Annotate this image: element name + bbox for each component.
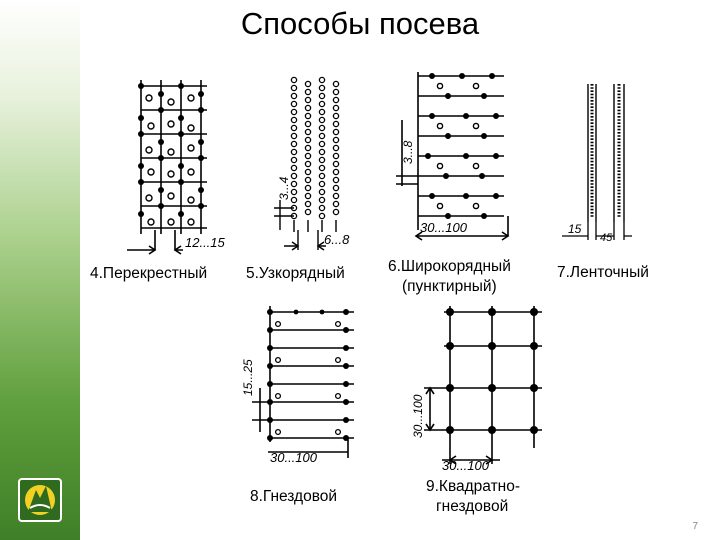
label-band: 7.Ленточный — [557, 264, 649, 281]
band-sowing-diagram: 15 45 — [562, 84, 632, 244]
wide-vertical-dimension: 3...8 — [401, 140, 415, 164]
label-square-nest-line2: гнездовой — [436, 498, 509, 515]
label-cross: 4.Перекрестный — [90, 265, 208, 282]
narrow-vertical-dimension: 3...4 — [277, 176, 291, 200]
nest-sowing-diagram: 15...25 30...100 — [241, 306, 354, 465]
band-width-dimension: 15 — [568, 222, 582, 236]
label-narrow-row: 5.Узкорядный — [246, 265, 345, 282]
page-number: 7 — [692, 521, 698, 532]
cross-sowing-diagram: 12...15 — [127, 80, 226, 255]
label-square-nest-line1: 9.Квадратно- — [426, 478, 521, 495]
nest-horizontal-dimension: 30...100 — [270, 450, 318, 465]
nest-vertical-dimension: 15...25 — [241, 359, 255, 396]
square-nest-diagram: 30...100 30...100 — [411, 306, 542, 473]
logo-icon — [18, 478, 62, 522]
band-gap-dimension: 45 — [600, 232, 613, 244]
square-horizontal-dimension: 30...100 — [442, 458, 490, 473]
narrow-horizontal-dimension: 6...8 — [324, 232, 350, 247]
sidebar-gradient — [0, 0, 80, 540]
label-wide-row: 6.Широкорядный — [388, 258, 511, 275]
label-nest: 8.Гнездовой — [250, 488, 338, 505]
wide-row-diagram: 3...8 30...100 — [396, 72, 510, 241]
narrow-row-diagram: 3...4 6...8 — [274, 76, 350, 251]
label-wide-row-dotted: (пунктирный) — [402, 278, 497, 295]
cross-dimension: 12...15 — [185, 235, 226, 250]
page-title: Способы посева — [240, 6, 480, 41]
wide-horizontal-dimension: 30...100 — [420, 220, 468, 235]
square-vertical-dimension: 30...100 — [411, 394, 425, 438]
